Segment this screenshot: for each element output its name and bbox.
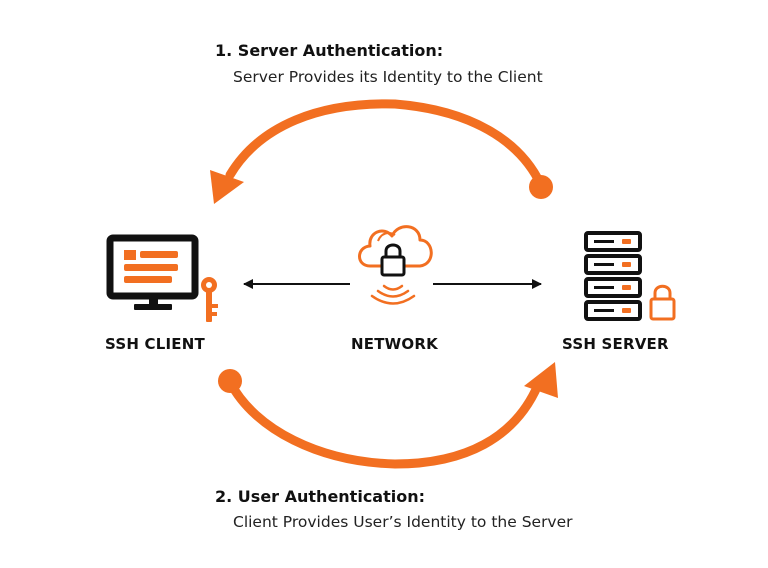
step-2-title: 2. User Authentication: bbox=[215, 487, 425, 506]
server-authentication-arrow bbox=[210, 99, 553, 204]
cloud-icon bbox=[358, 225, 433, 268]
ssh-server-label: SSH SERVER bbox=[562, 335, 669, 353]
step-2-heading: User Authentication: bbox=[237, 487, 426, 506]
wireless-signal-icon bbox=[370, 284, 416, 305]
ssh-client-label: SSH CLIENT bbox=[105, 335, 205, 353]
key-icon bbox=[201, 277, 218, 322]
server-rack-icon bbox=[584, 231, 642, 321]
step-2-description: Client Provides User’s Identity to the S… bbox=[233, 513, 573, 531]
user-authentication-arrow bbox=[218, 362, 558, 469]
network-padlock-icon bbox=[380, 243, 406, 277]
step-1-description: Server Provides its Identity to the Clie… bbox=[233, 68, 543, 86]
network-label: NETWORK bbox=[351, 335, 438, 353]
server-padlock-icon bbox=[649, 284, 676, 321]
step-2-number: 2. bbox=[215, 487, 233, 506]
step-1-number: 1. bbox=[215, 41, 233, 60]
step-1-title: 1. Server Authentication: bbox=[215, 41, 443, 60]
monitor-icon bbox=[106, 234, 199, 310]
step-1-heading: Server Authentication: bbox=[237, 41, 444, 60]
